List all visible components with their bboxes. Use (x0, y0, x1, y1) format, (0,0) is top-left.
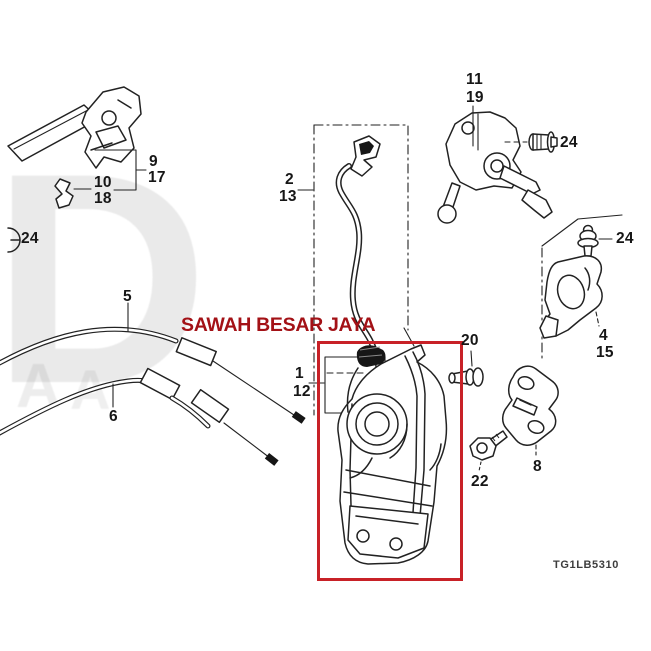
outer-door-handle-drawing (7, 86, 142, 169)
leader-22 (478, 461, 482, 472)
callout-2: 2 (285, 171, 294, 188)
background-watermark-letter-d: D (0, 110, 209, 446)
leader-20 (470, 350, 473, 367)
bolt-22-drawing (469, 430, 508, 461)
callout-11: 11 (466, 71, 483, 88)
callout-1: 1 (295, 365, 304, 382)
callout-6: 6 (109, 408, 118, 425)
callout-9: 9 (149, 153, 158, 170)
callout-4: 4 (599, 327, 608, 344)
callout-10: 10 (94, 174, 112, 191)
bolt-24-left-drawing (7, 227, 21, 253)
cable-6-drawing (0, 367, 279, 466)
callout-19: 19 (466, 89, 484, 106)
highlight-box (317, 341, 463, 581)
callout-24-top-right: 24 (560, 134, 578, 151)
group-boundary-line (541, 214, 623, 361)
striker-8-drawing (502, 365, 559, 446)
lock-cylinder-protector-drawing (539, 255, 603, 339)
callout-18: 18 (94, 190, 112, 207)
callout-24-left: 24 (21, 230, 39, 247)
door-lock-cylinder-drawing (437, 111, 553, 224)
bolt-24-top-drawing (528, 131, 558, 153)
seller-watermark-text: SAWAH BESAR JAYA (181, 314, 376, 336)
leader-4-15 (595, 311, 600, 327)
callout-8: 8 (533, 458, 542, 475)
callout-12: 12 (293, 383, 311, 400)
diagram-code: TG1LB5310 (553, 559, 619, 571)
handle-clip-drawing (54, 178, 74, 209)
door-latch-assembly-drawing (337, 344, 448, 565)
callout-22: 22 (471, 473, 489, 490)
bolt-24-right-drawing (577, 224, 599, 257)
callout-24-right: 24 (616, 230, 634, 247)
callout-17: 17 (148, 169, 166, 186)
callout-20: 20 (461, 332, 479, 349)
callout-15: 15 (596, 344, 614, 361)
callout-13: 13 (279, 188, 297, 205)
cable-5-drawing (0, 326, 306, 424)
callout-5: 5 (123, 288, 132, 305)
